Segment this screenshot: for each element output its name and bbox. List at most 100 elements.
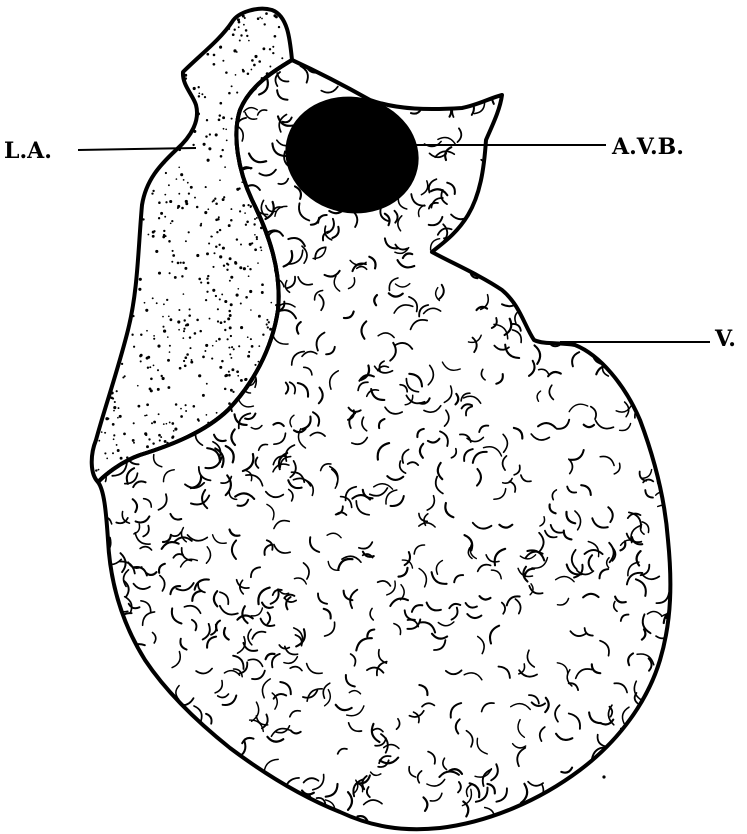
- texture-mark: [611, 99, 616, 117]
- stipple-dot: [222, 247, 225, 250]
- texture-mark: [651, 706, 659, 713]
- stipple-dot: [141, 33, 143, 35]
- stipple-dot: [133, 21, 136, 24]
- texture-mark: [651, 774, 666, 781]
- texture-mark: [112, 756, 121, 775]
- stipple-dot: [187, 182, 189, 184]
- texture-mark: [668, 735, 675, 753]
- stipple-dot: [156, 23, 158, 25]
- texture-mark: [106, 320, 115, 324]
- stipple-dot: [224, 388, 227, 391]
- stipple-dot: [256, 236, 258, 238]
- stipple-dot: [155, 75, 157, 77]
- stipple-dot: [178, 309, 180, 311]
- stipple-dot: [110, 396, 113, 399]
- texture-mark: [258, 811, 276, 821]
- stipple-dot: [107, 356, 110, 359]
- texture-mark: [131, 811, 135, 825]
- stipple-dot: [153, 335, 155, 337]
- stipple-dot: [191, 359, 193, 361]
- texture-mark: [654, 78, 662, 88]
- texture-mark: [176, 738, 187, 746]
- stipple-dot: [154, 136, 157, 139]
- texture-mark: [561, 121, 571, 136]
- stipple-dot: [98, 181, 101, 184]
- texture-mark: [628, 362, 642, 367]
- texture-mark: [574, 314, 586, 329]
- texture-mark: [611, 197, 620, 214]
- stipple-dot: [160, 212, 163, 215]
- stipple-dot: [126, 30, 128, 32]
- texture-mark: [322, 60, 336, 65]
- stipple-dot: [158, 217, 160, 219]
- texture-mark: [515, 186, 527, 201]
- stipple-dot: [116, 58, 118, 60]
- stipple-dot: [130, 291, 132, 293]
- stipple-dot: [189, 308, 191, 310]
- stipple-dot: [152, 235, 155, 238]
- stipple-dot: [258, 345, 260, 347]
- stipple-dot: [95, 351, 98, 354]
- stipple-dot: [240, 379, 243, 382]
- texture-mark: [611, 274, 629, 283]
- stipple-dot: [224, 375, 227, 378]
- stipple-dot: [160, 436, 162, 438]
- stipple-dot: [167, 133, 169, 135]
- stipple-dot: [140, 360, 142, 362]
- stipple-dot: [130, 222, 133, 225]
- stipple-dot: [172, 254, 175, 257]
- stipple-dot: [178, 329, 180, 331]
- texture-mark: [127, 126, 142, 137]
- stipple-dot: [207, 15, 209, 17]
- texture-mark: [668, 501, 676, 518]
- stipple-dot: [121, 363, 123, 365]
- stipple-dot: [122, 263, 124, 265]
- stipple-dot: [144, 44, 146, 46]
- stipple-dot: [240, 244, 242, 246]
- stipple-dot: [186, 9, 189, 12]
- stipple-dot: [193, 130, 196, 133]
- stipple-dot: [168, 315, 170, 317]
- stipple-dot: [113, 219, 116, 222]
- texture-mark: [579, 63, 583, 74]
- stipple-dot: [175, 46, 177, 48]
- texture-mark: [529, 166, 532, 178]
- stipple-dot: [240, 302, 242, 304]
- texture-mark: [663, 434, 680, 443]
- stipple-dot: [184, 74, 187, 77]
- stipple-dot: [198, 374, 201, 377]
- texture-mark: [646, 240, 664, 246]
- stipple-dot: [220, 321, 223, 324]
- stipple-dot: [240, 326, 243, 329]
- stipple-dot: [167, 359, 170, 362]
- stipple-dot: [152, 190, 154, 192]
- stipple-dot: [227, 317, 230, 320]
- texture-mark: [637, 288, 656, 293]
- stipple-dot: [90, 146, 92, 148]
- stipple-dot: [120, 457, 123, 460]
- stipple-dot: [125, 135, 127, 137]
- texture-mark: [102, 286, 115, 289]
- stipple-dot: [94, 181, 96, 183]
- stipple-dot: [138, 288, 141, 291]
- texture-mark: [505, 105, 513, 117]
- texture-mark: [639, 265, 641, 276]
- stipple-dot: [201, 93, 203, 95]
- stipple-dot: [244, 212, 246, 214]
- texture-mark: [658, 453, 665, 462]
- stipple-dot: [206, 277, 208, 279]
- stipple-dot: [136, 81, 139, 84]
- texture-mark: [481, 254, 496, 262]
- stipple-dot: [229, 326, 232, 329]
- stipple-dot: [170, 318, 173, 321]
- stipple-dot: [159, 439, 161, 441]
- texture-mark: [656, 190, 664, 208]
- stipple-dot: [151, 422, 153, 424]
- stipple-dot: [230, 335, 232, 337]
- stipple-dot: [176, 62, 178, 64]
- stipple-dot: [218, 338, 221, 341]
- stipple-dot: [101, 405, 103, 407]
- stipple-dot: [165, 114, 168, 117]
- texture-mark: [585, 230, 599, 238]
- stipple-dot: [205, 344, 208, 347]
